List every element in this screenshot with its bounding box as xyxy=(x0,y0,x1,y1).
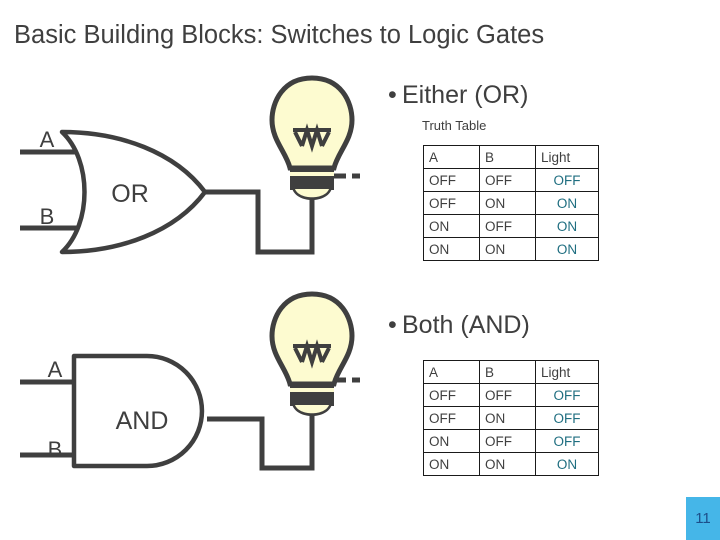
or-gate-label: OR xyxy=(111,180,149,208)
truth-table-and: A B Light OFF OFF OFF OFF ON OFF ON OFF … xyxy=(423,360,599,476)
table-row: OFF ON OFF xyxy=(423,406,599,430)
cell-light: ON xyxy=(535,191,599,215)
cell-light: OFF xyxy=(535,383,599,407)
column-header-a: A xyxy=(423,360,480,384)
bulb-base-or xyxy=(290,166,334,190)
bullet-icon: • xyxy=(388,81,397,109)
table-row: ON OFF OFF xyxy=(423,429,599,453)
section-heading-or-label: Either (OR) xyxy=(402,81,529,109)
bulb-filament-or xyxy=(293,123,331,153)
bullet-icon: • xyxy=(388,311,397,339)
cell-light: OFF xyxy=(535,406,599,430)
and-gate-label: AND xyxy=(116,407,169,435)
section-heading-and: •Both (AND) xyxy=(388,310,530,340)
bulb-glass-or xyxy=(269,75,355,171)
or-input-label-b: B xyxy=(40,204,55,229)
cell-a: ON xyxy=(423,429,480,453)
table-row: OFF OFF OFF xyxy=(423,383,599,407)
cell-light: OFF xyxy=(535,429,599,453)
cell-b: ON xyxy=(479,452,536,476)
column-header-light: Light xyxy=(535,145,599,169)
bulb-base-and xyxy=(290,382,334,406)
page-title: Basic Building Blocks: Switches to Logic… xyxy=(14,21,545,49)
or-gate-body xyxy=(59,129,208,255)
cell-a: OFF xyxy=(423,406,480,430)
page-number-badge: 11 xyxy=(686,497,720,540)
cell-b: OFF xyxy=(479,168,536,192)
cell-b: OFF xyxy=(479,214,536,238)
bulb-base-tip-inner-and xyxy=(295,405,329,414)
truth-table-or: A B Light OFF OFF OFF OFF ON ON ON OFF O… xyxy=(423,145,599,261)
cell-light: ON xyxy=(535,237,599,261)
bulb-base-tip-inner-or xyxy=(295,189,329,198)
cell-a: ON xyxy=(423,214,480,238)
bulb-base-tip-and xyxy=(292,404,332,416)
cell-b: ON xyxy=(479,406,536,430)
cell-light: ON xyxy=(535,452,599,476)
cell-light: ON xyxy=(535,214,599,238)
bulb-base-tip-or xyxy=(292,188,332,200)
section-heading-and-label: Both (AND) xyxy=(402,311,530,339)
column-header-b: B xyxy=(479,360,536,384)
cell-b: OFF xyxy=(479,429,536,453)
column-header-light: Light xyxy=(535,360,599,384)
cell-a: ON xyxy=(423,237,480,261)
light-bulb-and xyxy=(269,291,360,416)
cell-b: ON xyxy=(479,237,536,261)
cell-a: OFF xyxy=(423,383,480,407)
cell-a: ON xyxy=(423,452,480,476)
cell-b: ON xyxy=(479,191,536,215)
and-circuit-group: AND A B xyxy=(20,353,315,471)
and-input-label-b: B xyxy=(48,437,63,462)
section-heading-or: •Either (OR) xyxy=(388,80,528,110)
column-header-b: B xyxy=(479,145,536,169)
table-header-row: A B Light xyxy=(423,145,599,169)
table-header-row: A B Light xyxy=(423,360,599,384)
cell-a: OFF xyxy=(423,191,480,215)
cell-b: OFF xyxy=(479,383,536,407)
cell-light: OFF xyxy=(535,168,599,192)
table-row: ON ON ON xyxy=(423,452,599,476)
bulb-filament-and xyxy=(293,339,331,369)
and-input-label-a: A xyxy=(48,357,63,382)
table-row: ON OFF ON xyxy=(423,214,599,238)
or-circuit-group: OR A B xyxy=(20,127,315,255)
or-output-wire xyxy=(205,189,315,255)
table-row: OFF ON ON xyxy=(423,191,599,215)
light-bulb-or xyxy=(269,75,360,200)
bulb-base-thread-and xyxy=(290,388,334,392)
cell-a: OFF xyxy=(423,168,480,192)
table-row: ON ON ON xyxy=(423,237,599,261)
and-output-wire xyxy=(207,412,315,471)
bulb-glass-and xyxy=(269,291,355,387)
and-gate-body xyxy=(71,353,205,469)
truth-table-caption: Truth Table xyxy=(422,118,487,133)
table-row: OFF OFF OFF xyxy=(423,168,599,192)
column-header-a: A xyxy=(423,145,480,169)
or-input-label-a: A xyxy=(40,127,55,152)
bulb-base-thread-or xyxy=(290,172,334,176)
